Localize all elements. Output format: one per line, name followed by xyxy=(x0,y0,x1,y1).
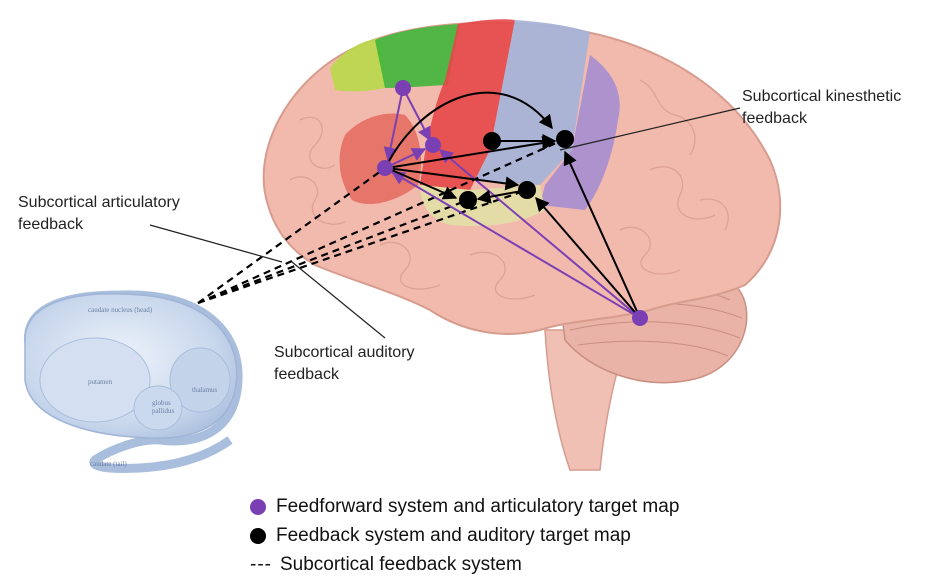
black-circle-icon xyxy=(250,528,266,544)
node-cerebellum xyxy=(632,310,648,326)
putamen-label: putamen xyxy=(88,378,113,386)
legend-subcortical-label: Subcortical feedback system xyxy=(280,554,522,576)
node-premotor xyxy=(395,80,411,96)
node-parietal xyxy=(556,130,574,148)
legend-feedforward-label: Feedforward system and articulatory targ… xyxy=(276,496,679,518)
legend-subcortical: --- Subcortical feedback system xyxy=(250,552,522,578)
node-motor xyxy=(425,137,441,153)
caudate-tail-label: caudate (tail) xyxy=(90,460,127,468)
dashed-line-icon: --- xyxy=(250,554,272,576)
articulatory-label: Subcortical articulatory feedback xyxy=(18,192,180,236)
legend-feedback: Feedback system and auditory target map xyxy=(250,523,631,549)
node-auditory-right xyxy=(518,181,536,199)
purple-circle-icon xyxy=(250,499,266,515)
node-auditory-left xyxy=(459,191,477,209)
legend-feedforward: Feedforward system and articulatory targ… xyxy=(250,494,679,520)
caudate-head-label: caudate nucleus (head) xyxy=(88,306,153,314)
basal-ganglia-inset xyxy=(25,294,238,469)
node-broca xyxy=(377,160,393,176)
legend-feedback-label: Feedback system and auditory target map xyxy=(276,525,631,547)
auditory-label: Subcortical auditory feedback xyxy=(274,342,415,386)
node-somatosensory xyxy=(483,132,501,150)
thalamus-label: thalamus xyxy=(192,386,218,394)
kinesthetic-label: Subcortical kinesthetic feedback xyxy=(742,86,901,130)
